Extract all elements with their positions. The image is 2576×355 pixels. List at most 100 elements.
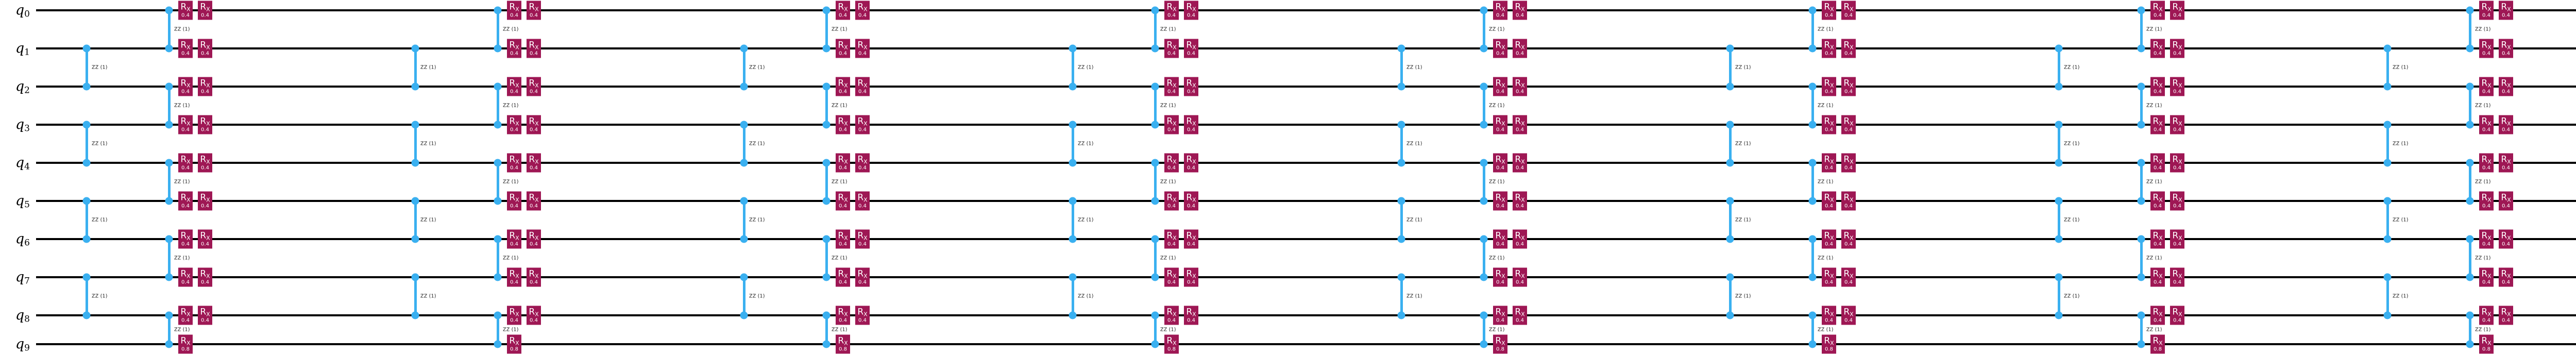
zz-gate-node-r6-odd-2-1[interactable] <box>2055 235 2063 243</box>
zz-gate-node-r1-odd-1-1[interactable] <box>411 159 419 167</box>
zz-gate-node-r0-even-0-1[interactable] <box>165 44 173 53</box>
zz-gate-node-r1-odd-2-0[interactable] <box>411 197 419 205</box>
zz-gate-node-r1-even-3-0[interactable] <box>494 235 502 243</box>
zz-gate-node-r1-even-1-0[interactable] <box>494 82 502 91</box>
zz-gate-node-r7-even-0-1[interactable] <box>2466 44 2474 53</box>
zz-gate-node-r1-even-4-1[interactable] <box>494 340 502 348</box>
zz-gate-node-r1-even-0-0[interactable] <box>494 6 502 14</box>
zz-gate-node-r2-odd-1-1[interactable] <box>740 159 748 167</box>
zz-gate-node-r3-even-0-1[interactable] <box>1151 44 1159 53</box>
zz-gate-node-r6-even-2-1[interactable] <box>2137 197 2145 205</box>
zz-gate-node-r6-even-4-1[interactable] <box>2137 340 2145 348</box>
zz-gate-node-r0-odd-0-1[interactable] <box>82 82 91 91</box>
zz-gate-node-r4-even-3-1[interactable] <box>1480 273 1488 281</box>
zz-gate-node-r5-even-4-1[interactable] <box>1808 340 1817 348</box>
zz-gate-node-r7-odd-2-0[interactable] <box>2383 197 2392 205</box>
zz-gate-node-r4-even-4-0[interactable] <box>1480 311 1488 319</box>
zz-gate-node-r7-even-0-0[interactable] <box>2466 6 2474 14</box>
zz-gate-node-r6-odd-1-1[interactable] <box>2055 159 2063 167</box>
zz-gate-node-r6-even-1-1[interactable] <box>2137 121 2145 129</box>
zz-gate-node-r7-odd-1-0[interactable] <box>2383 121 2392 129</box>
zz-gate-node-r7-odd-3-1[interactable] <box>2383 311 2392 319</box>
zz-gate-node-r6-odd-0-0[interactable] <box>2055 44 2063 53</box>
zz-gate-node-r4-odd-2-1[interactable] <box>1397 235 1405 243</box>
zz-gate-node-r2-even-3-0[interactable] <box>822 235 831 243</box>
zz-gate-node-r7-odd-1-1[interactable] <box>2383 159 2392 167</box>
zz-gate-node-r3-odd-3-1[interactable] <box>1069 311 1077 319</box>
zz-gate-node-r4-even-1-1[interactable] <box>1480 121 1488 129</box>
zz-gate-node-r0-odd-3-1[interactable] <box>82 311 91 319</box>
zz-gate-node-r7-even-1-1[interactable] <box>2466 121 2474 129</box>
zz-gate-node-r0-odd-0-0[interactable] <box>82 44 91 53</box>
zz-gate-node-r2-even-0-1[interactable] <box>822 44 831 53</box>
zz-gate-node-r4-even-2-1[interactable] <box>1480 197 1488 205</box>
zz-gate-node-r5-odd-1-1[interactable] <box>1726 159 1734 167</box>
zz-gate-node-r5-even-1-0[interactable] <box>1808 82 1817 91</box>
zz-gate-node-r4-odd-3-1[interactable] <box>1397 311 1405 319</box>
zz-gate-node-r2-even-4-0[interactable] <box>822 311 831 319</box>
zz-gate-node-r7-odd-0-0[interactable] <box>2383 44 2392 53</box>
zz-gate-node-r2-odd-0-0[interactable] <box>740 44 748 53</box>
zz-gate-node-r5-odd-3-1[interactable] <box>1726 311 1734 319</box>
zz-gate-node-r5-even-1-1[interactable] <box>1808 121 1817 129</box>
zz-gate-node-r6-odd-1-0[interactable] <box>2055 121 2063 129</box>
zz-gate-node-r3-even-2-0[interactable] <box>1151 159 1159 167</box>
zz-gate-node-r7-even-3-0[interactable] <box>2466 235 2474 243</box>
zz-gate-node-r5-odd-3-0[interactable] <box>1726 273 1734 281</box>
zz-gate-node-r3-odd-3-0[interactable] <box>1069 273 1077 281</box>
zz-gate-node-r5-odd-1-0[interactable] <box>1726 121 1734 129</box>
zz-gate-node-r4-odd-1-1[interactable] <box>1397 159 1405 167</box>
zz-gate-node-r4-even-0-0[interactable] <box>1480 6 1488 14</box>
zz-gate-node-r0-even-0-0[interactable] <box>165 6 173 14</box>
zz-gate-node-r7-even-2-1[interactable] <box>2466 197 2474 205</box>
zz-gate-node-r3-even-4-0[interactable] <box>1151 311 1159 319</box>
zz-gate-node-r3-odd-1-0[interactable] <box>1069 121 1077 129</box>
zz-gate-node-r6-even-3-1[interactable] <box>2137 273 2145 281</box>
zz-gate-node-r1-even-1-1[interactable] <box>494 121 502 129</box>
zz-gate-node-r3-even-1-0[interactable] <box>1151 82 1159 91</box>
zz-gate-node-r4-even-1-0[interactable] <box>1480 82 1488 91</box>
zz-gate-node-r1-odd-0-0[interactable] <box>411 44 419 53</box>
